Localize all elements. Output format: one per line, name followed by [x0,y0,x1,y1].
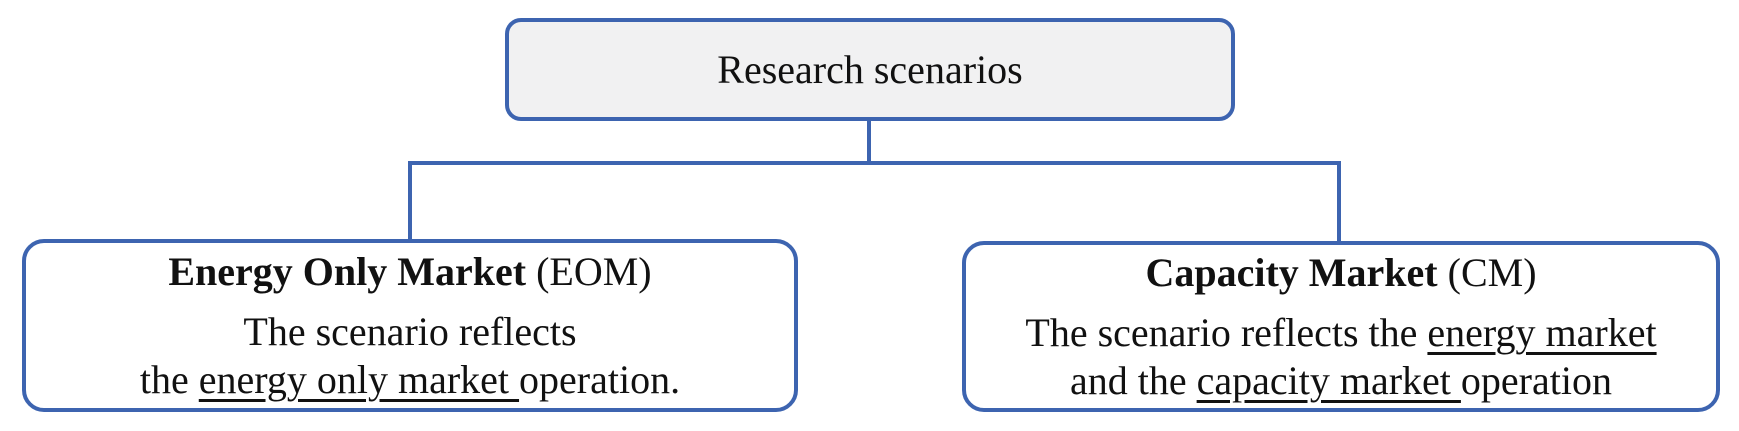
left-box-title-abbrev: (EOM) [526,249,652,295]
left-box-title-bold: Energy Only Market [168,249,527,295]
right-box-description: The scenario reflects the energy market … [1025,309,1656,403]
right-box-title-bold: Capacity Market [1145,250,1438,296]
right-box-line2-post: operation [1460,357,1612,403]
left-box-title: Energy Only Market (EOM) [168,248,651,295]
connector-root-stem [867,120,871,165]
connector-left-drop [408,163,412,241]
right-box-title: Capacity Market (CM) [1145,249,1536,296]
right-box-title-abbrev: (CM) [1437,250,1537,296]
right-box-line2-pre: and the [1070,357,1197,403]
left-box-description: The scenario reflects the energy only ma… [140,308,680,402]
child-box-capacity-market: Capacity Market (CM) The scenario reflec… [962,241,1720,412]
child-box-energy-only-market: Energy Only Market (EOM) The scenario re… [22,239,798,412]
right-box-description-line1: The scenario reflects the energy market [1025,309,1656,356]
left-box-line2-pre: the [139,356,199,402]
left-box-line2-underlined: energy only market [198,356,520,402]
left-box-line2-post: operation. [519,356,681,402]
left-box-description-line1: The scenario reflects [140,308,680,355]
right-box-line1-underlined: energy market [1427,310,1657,356]
root-box-label: Research scenarios [717,47,1023,92]
right-box-line2-underlined: capacity market [1196,357,1461,403]
connector-horizontal-rail [408,161,1341,165]
root-box-research-scenarios: Research scenarios [505,18,1235,121]
left-box-line1-text: The scenario reflects [243,309,577,355]
connector-right-drop [1337,163,1341,243]
right-box-line1-pre: The scenario reflects the [1025,310,1428,356]
left-box-description-line2: the energy only market operation. [140,356,680,403]
right-box-description-line2: and the capacity market operation [1025,357,1656,404]
